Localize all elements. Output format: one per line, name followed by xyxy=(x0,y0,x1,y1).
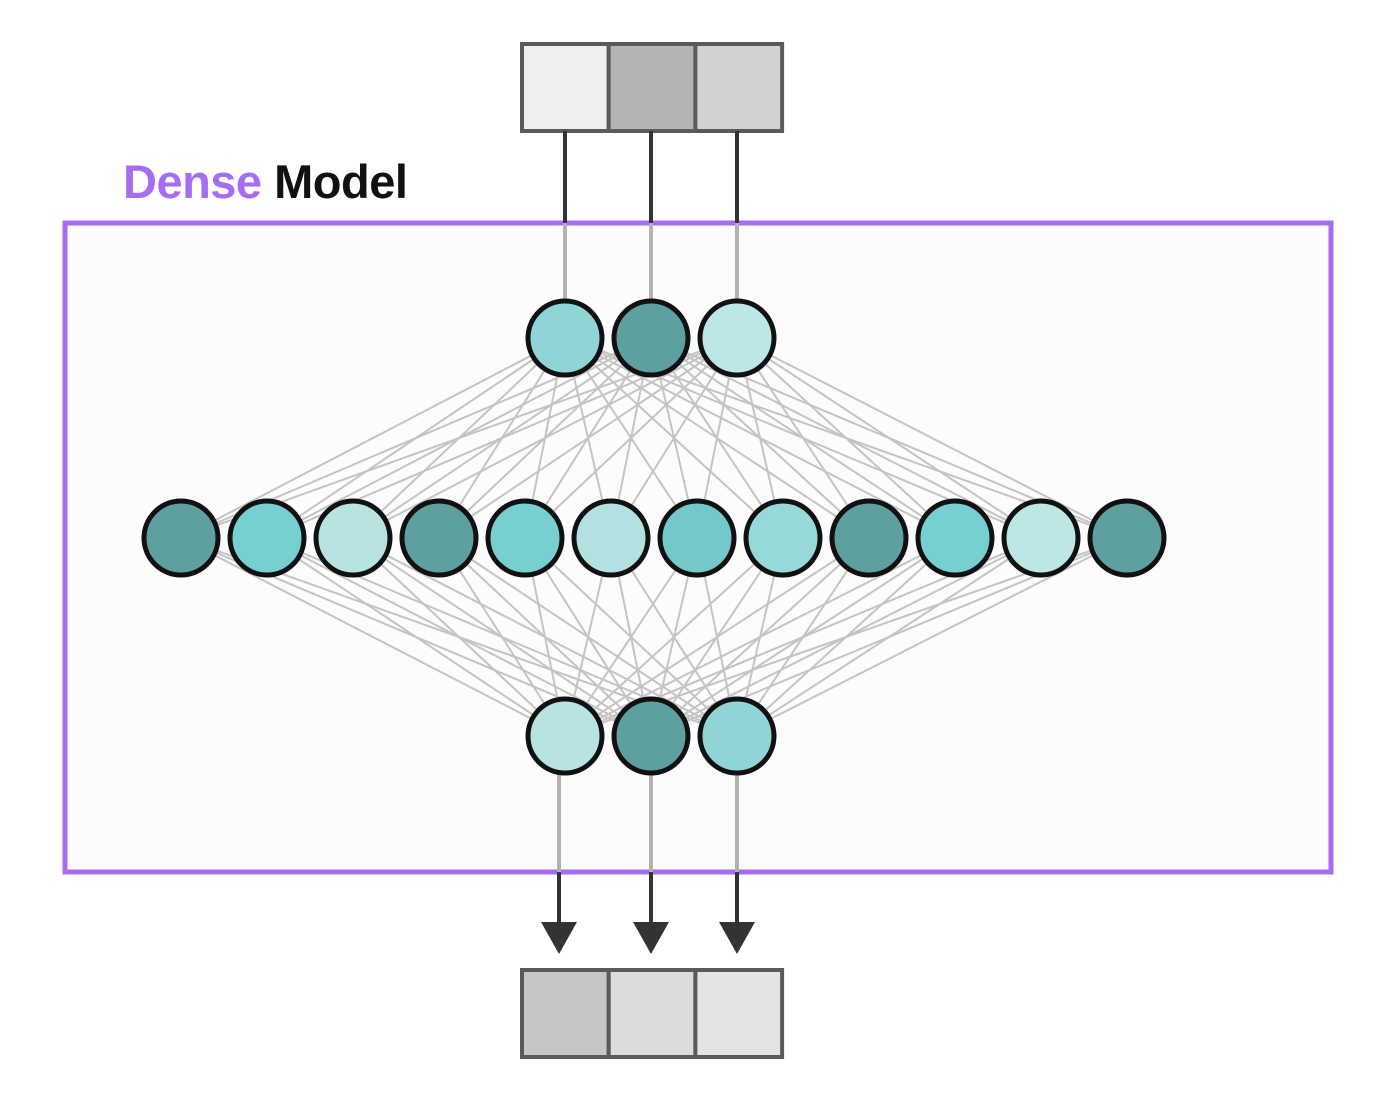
output-arrow-head xyxy=(541,922,577,954)
input-node xyxy=(697,298,777,378)
output-layer xyxy=(525,696,777,776)
hidden-node xyxy=(571,498,651,578)
output-node xyxy=(611,696,691,776)
output-arrow-head xyxy=(633,922,669,954)
title-rest-word: Model xyxy=(274,155,408,208)
hidden-node xyxy=(227,498,307,578)
input-node xyxy=(611,298,691,378)
output-node xyxy=(697,696,777,776)
input-vector xyxy=(520,42,785,133)
edge-input-hidden xyxy=(352,337,738,539)
output-vector-cell xyxy=(693,968,785,1059)
hidden-node xyxy=(829,498,909,578)
hidden-node xyxy=(485,498,565,578)
hidden-node xyxy=(743,498,823,578)
output-vector xyxy=(520,968,785,1059)
input-node xyxy=(525,298,605,378)
hidden-layer xyxy=(141,498,1167,578)
edge-hidden-output xyxy=(266,537,566,737)
hidden-node xyxy=(313,498,393,578)
input-vector-cell xyxy=(606,42,698,133)
edge-input-hidden xyxy=(438,337,738,539)
edge-input-hidden xyxy=(736,337,1042,539)
edge-hidden-output xyxy=(564,537,784,737)
hidden-node xyxy=(399,498,479,578)
edge-input-hidden xyxy=(736,337,956,539)
hidden-node xyxy=(141,498,221,578)
title-accent-word: Dense xyxy=(123,155,262,208)
edge-input-hidden xyxy=(524,337,738,539)
hidden-node xyxy=(1001,498,1081,578)
edge-input-hidden xyxy=(736,337,870,539)
edge-hidden-output xyxy=(564,537,870,737)
input-vector-cell xyxy=(693,42,785,133)
input-layer xyxy=(525,298,777,378)
hidden-node xyxy=(915,498,995,578)
edge-hidden-output xyxy=(180,537,566,737)
output-arrow-head xyxy=(719,922,755,954)
output-node xyxy=(525,696,605,776)
edge-hidden-output xyxy=(564,537,698,737)
diagram-title: Dense Model xyxy=(123,155,408,208)
edge-hidden-output xyxy=(352,537,566,737)
output-vector-cell xyxy=(520,968,611,1059)
input-vector-cell xyxy=(520,42,611,133)
edge-input-hidden xyxy=(180,337,566,539)
hidden-node xyxy=(1087,498,1167,578)
hidden-node xyxy=(657,498,737,578)
output-vector-cell xyxy=(606,968,698,1059)
